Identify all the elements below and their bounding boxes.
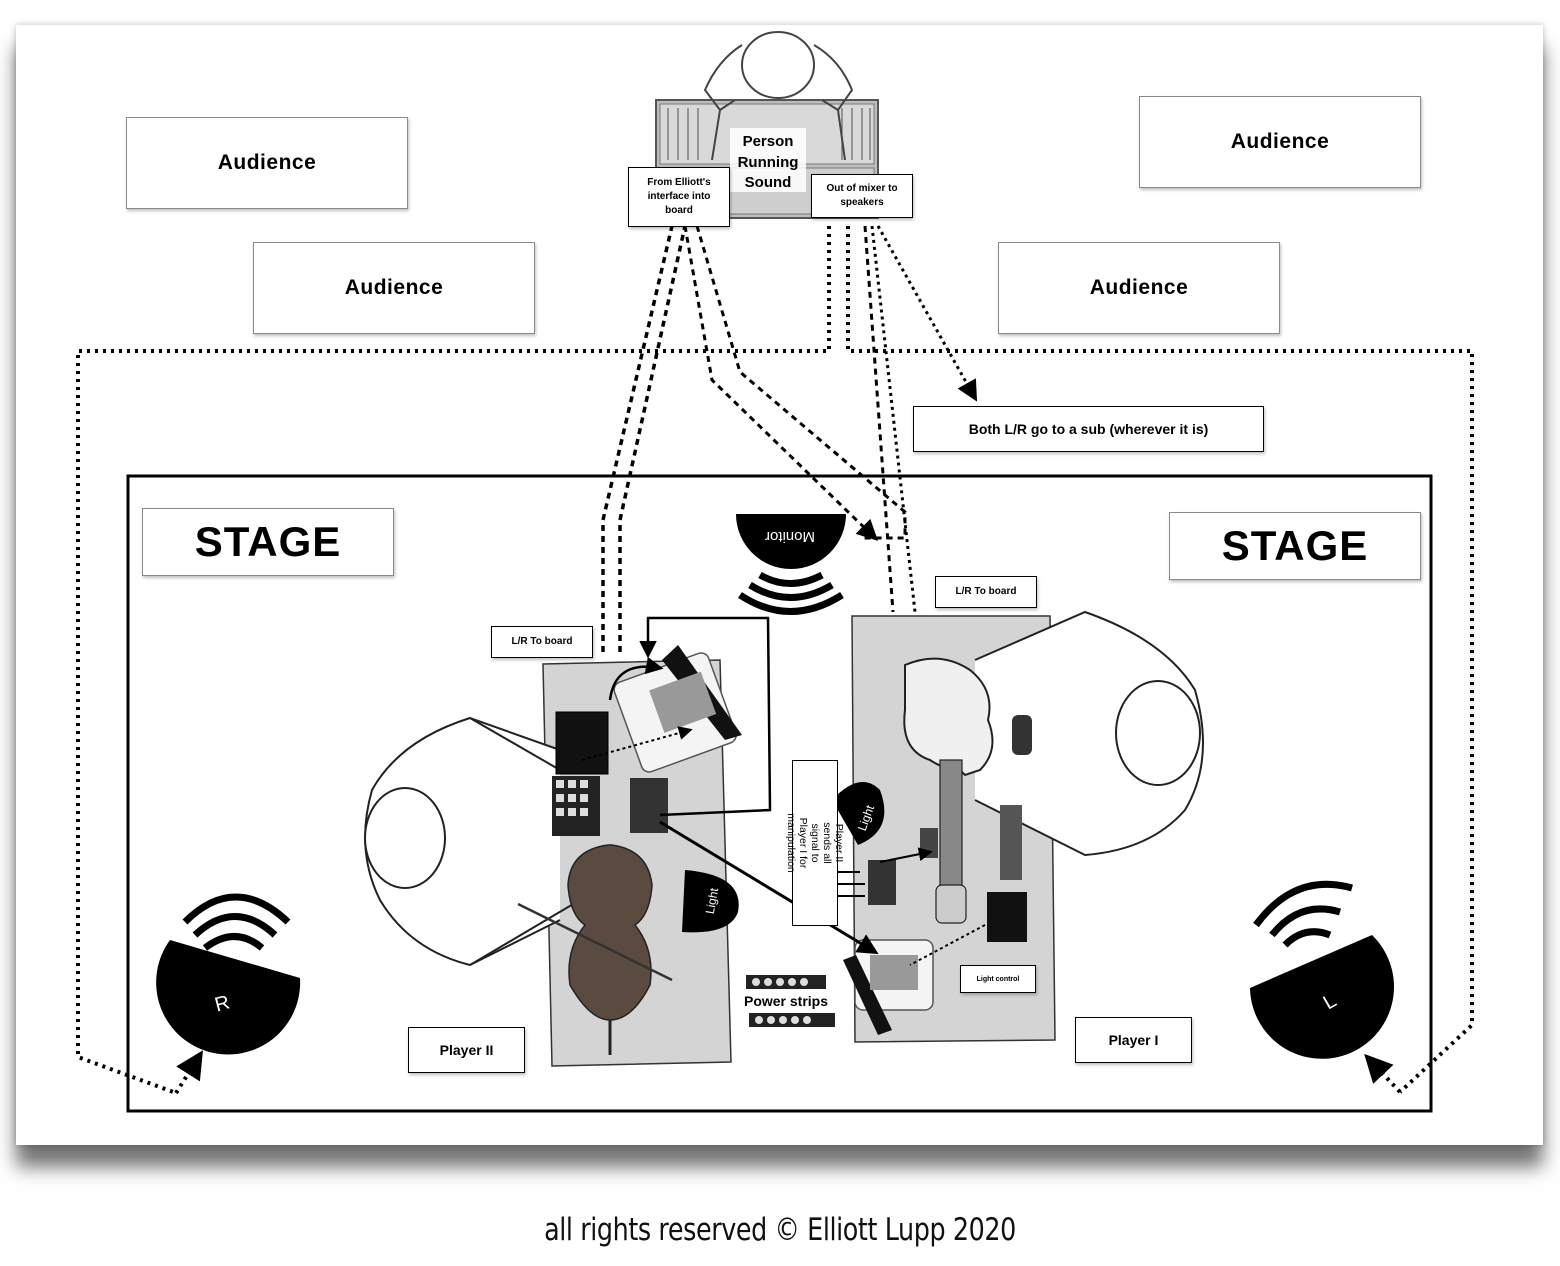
sound-person-line1: Person [743, 133, 794, 150]
stage-label-left: STAGE [142, 508, 394, 576]
board-cable-right-1 [863, 225, 895, 613]
audience-box-4: Audience [998, 242, 1280, 334]
callout-lr-to-board-left: L/R To board [491, 626, 593, 658]
power-strip-icon [746, 975, 835, 1027]
callout-from-interface: From Elliott's interface into board [628, 167, 730, 227]
sound-person-line3: Sound [745, 174, 792, 191]
callout-lr-to-board-right: L/R To board [935, 576, 1037, 608]
audience-box-3: Audience [1139, 96, 1421, 188]
callout-player2-sends-text: Player II sends all signal to Player I f… [785, 813, 846, 873]
p1-cables [836, 852, 930, 897]
monitor-cable-1 [683, 225, 879, 541]
interface-link [608, 656, 664, 701]
light-player2-icon: Light [682, 870, 739, 933]
audience-box-1: Audience [126, 117, 408, 209]
interface-cable-2 [618, 225, 687, 652]
monitor-label: Monitor [765, 528, 815, 545]
light-label-1: Light [703, 886, 721, 915]
copyright-footer: all rights reserved © Elliott Lupp 2020 [544, 1212, 1016, 1248]
sub-cable [876, 225, 978, 402]
light-player1-icon: Light [832, 782, 885, 845]
player1-figure [974, 610, 1204, 857]
board-cable-right-2 [870, 225, 917, 613]
player2-figure [364, 716, 581, 967]
dotted-link-p2 [581, 726, 693, 761]
sound-person-line2: Running [738, 154, 799, 171]
speaker-r-icon: R [156, 893, 301, 1055]
callout-sub: Both L/R go to a sub (wherever it is) [913, 406, 1264, 452]
stage-outline [126, 474, 1433, 1113]
speaker-r-label: R [212, 991, 232, 1016]
laptop-player2-icon [613, 645, 742, 773]
laptop-loop-cable [639, 616, 772, 817]
laptop-player1-icon [843, 939, 934, 1035]
power-strips-label: Power strips [744, 993, 828, 1009]
monitor-cable-2 [695, 225, 907, 540]
player2-label: Player II [408, 1027, 525, 1073]
callout-player2-sends: Player II sends all signal to Player I f… [785, 760, 845, 926]
speaker-l-icon: L [1250, 880, 1394, 1059]
speaker-arrow-l [1364, 1053, 1402, 1094]
stage-label-right: STAGE [1169, 512, 1421, 580]
guitar-icon [903, 657, 994, 924]
monitor-speaker-icon: Monitor [735, 514, 846, 615]
signal-arrow-p2-to-p1 [659, 820, 879, 955]
audience-box-2: Audience [253, 242, 535, 334]
interface-cable-1 [601, 225, 674, 652]
callout-out-of-mixer: Out of mixer to speakers [811, 174, 913, 218]
dotted-link-p1 [909, 924, 986, 966]
cello-icon [517, 844, 673, 1055]
callout-light-control: Light control [960, 965, 1036, 993]
speaker-arrow-r [174, 1050, 203, 1095]
player1-label: Player I [1075, 1017, 1192, 1063]
speaker-cable-left [76, 226, 831, 1095]
